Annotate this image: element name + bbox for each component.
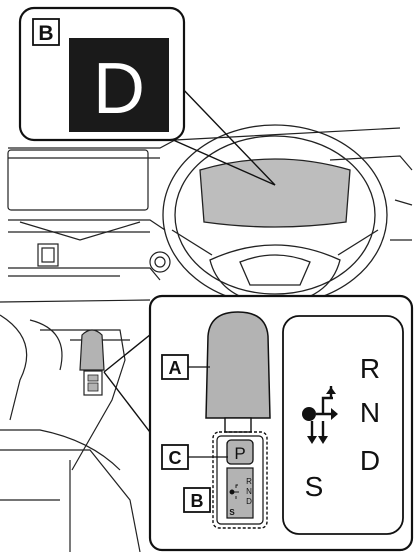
- console-illustration: [0, 299, 151, 552]
- dashboard-illustration: [7, 127, 413, 281]
- label-c: C: [169, 448, 182, 468]
- steering-wheel: [162, 124, 388, 306]
- position-panel-large: [282, 315, 404, 535]
- callout-lever-connector: [103, 329, 157, 441]
- park-button: [226, 439, 254, 465]
- position-n: N: [360, 397, 380, 428]
- shift-indicator-letter: D: [93, 49, 145, 129]
- callout-letter-box: [32, 18, 60, 46]
- small-shift-pattern-icon: [229, 484, 239, 499]
- instrument-display: [199, 158, 351, 228]
- callout-letter: B: [38, 22, 53, 45]
- shift-pattern-icon: [302, 386, 338, 444]
- console-shifter: [79, 329, 105, 396]
- park-button-label: P: [234, 444, 245, 463]
- shift-lever-neck: [224, 417, 252, 433]
- position-r: R: [360, 353, 380, 384]
- label-b: B: [191, 491, 204, 511]
- position-s: S: [305, 471, 324, 502]
- position-d: D: [360, 445, 380, 476]
- small-s-label: S: [229, 508, 235, 517]
- small-d-label: D: [246, 497, 252, 506]
- shift-indicator-display: [69, 38, 169, 132]
- shift-lever-knob: [205, 311, 271, 419]
- label-b-box: [183, 487, 211, 513]
- small-n-label: N: [246, 487, 252, 496]
- shift-panel-outline: [212, 431, 268, 529]
- label-a: A: [169, 358, 182, 378]
- small-r-label: R: [246, 477, 252, 486]
